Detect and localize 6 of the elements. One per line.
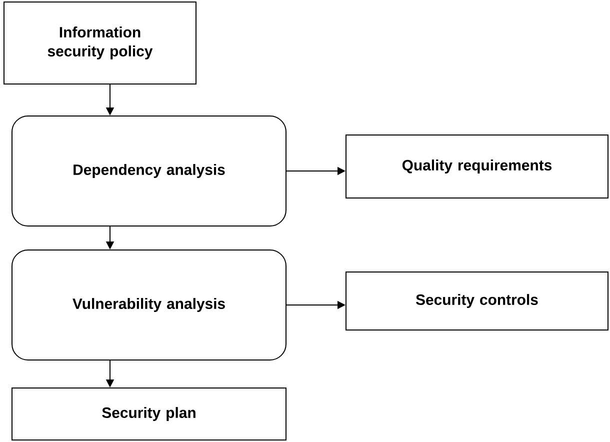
output-box: Security plan: [12, 387, 286, 440]
process-box: Vulnerability analysis: [12, 249, 286, 360]
output-box: Quality requirements: [346, 134, 608, 198]
process-box: Dependency analysis: [12, 115, 286, 226]
output-box: Security controls: [346, 271, 608, 330]
output-box: Information security policy: [4, 2, 196, 84]
